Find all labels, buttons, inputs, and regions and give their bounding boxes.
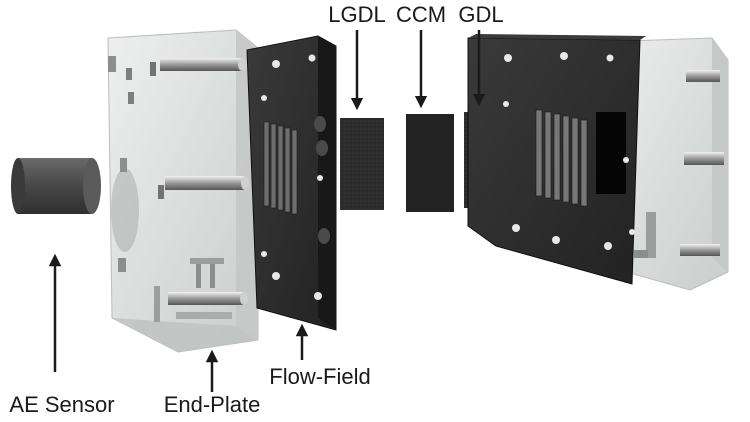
ccm-label: CCM <box>396 2 446 27</box>
gdl-label: GDL <box>458 2 503 27</box>
rod <box>165 176 249 190</box>
rod <box>160 58 246 71</box>
rod <box>168 292 248 305</box>
ae-sensor <box>11 158 101 214</box>
flow-field-label: Flow-Field <box>269 364 370 389</box>
rod <box>686 70 720 82</box>
ccm-layer <box>406 114 454 212</box>
ae-sensor-label: AE Sensor <box>9 392 114 417</box>
end-plate-label: End-Plate <box>164 392 261 417</box>
end-plate-left <box>107 29 259 353</box>
flow-field-left <box>246 35 337 331</box>
flow-field-right <box>467 34 646 285</box>
lgdl-layer <box>340 118 384 210</box>
lgdl-label: LGDL <box>328 2 385 27</box>
rod <box>680 244 720 256</box>
rod <box>684 152 724 165</box>
